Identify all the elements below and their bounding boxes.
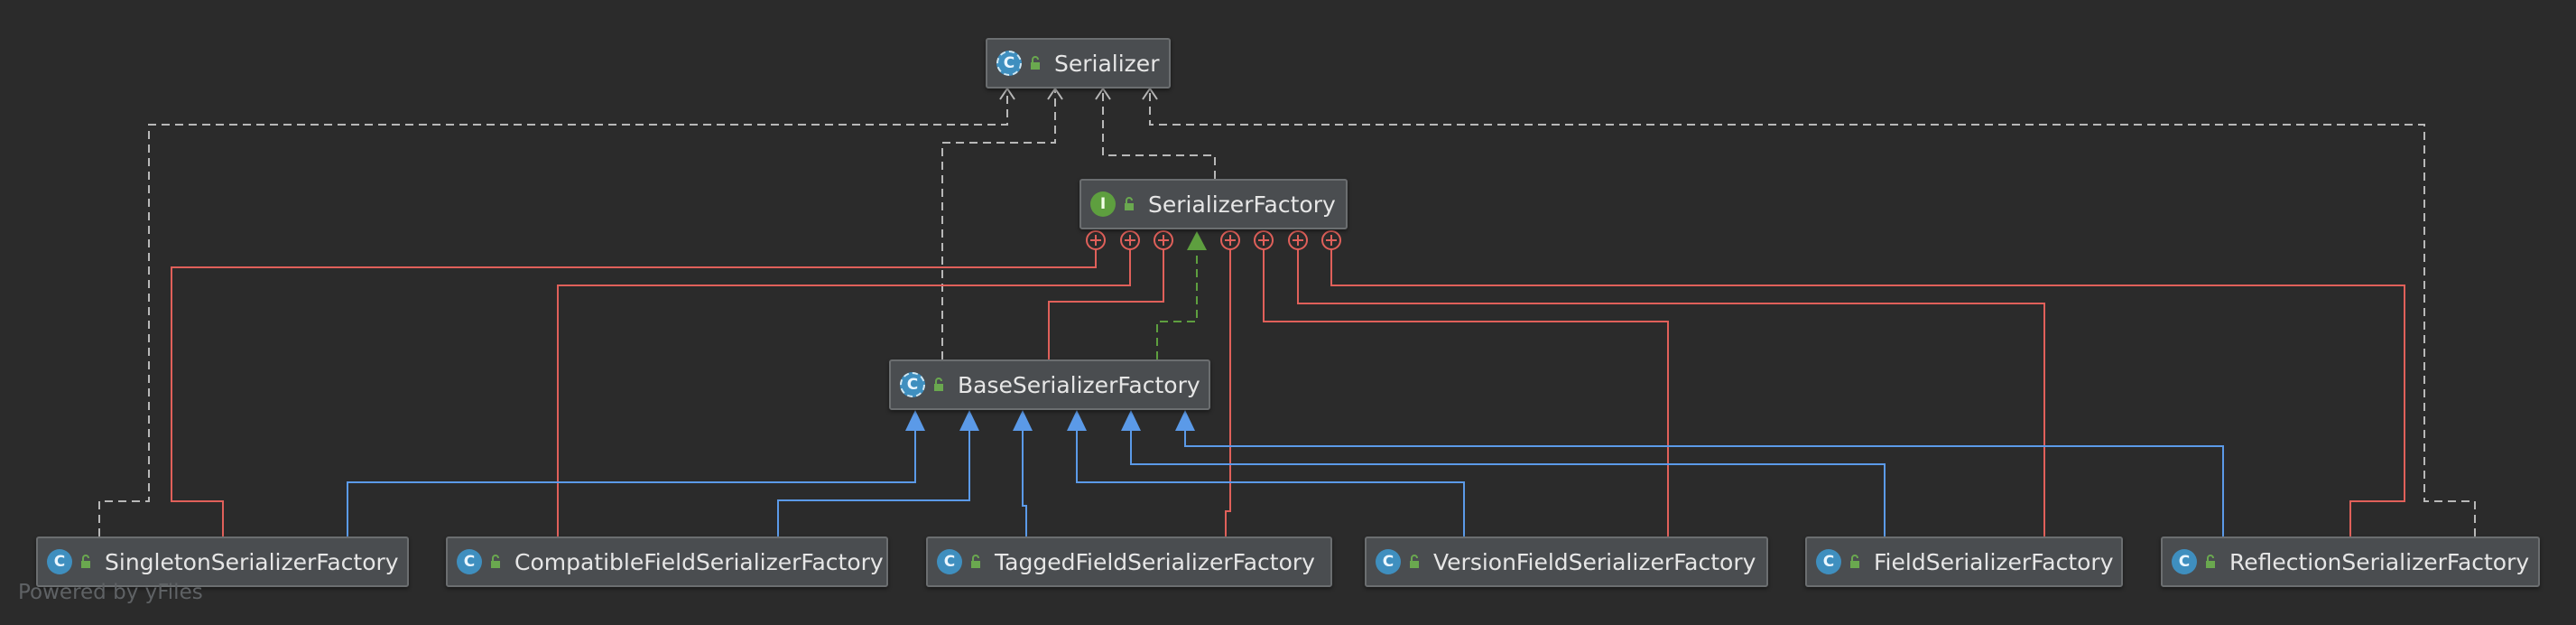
public-lock-icon bbox=[1410, 555, 1419, 568]
edge-singleton-inner bbox=[171, 249, 1097, 536]
arrowhead bbox=[1047, 87, 1063, 100]
arrowhead bbox=[999, 87, 1015, 100]
node-tagged-field-serializer-factory[interactable]: C TaggedFieldSerializerFactory bbox=[926, 536, 1332, 587]
edge-base-implements-factory bbox=[1156, 248, 1198, 359]
abstract-class-icon: C bbox=[996, 51, 1022, 76]
inheritance-edges bbox=[347, 430, 2224, 536]
node-label: Serializer bbox=[1054, 50, 1160, 77]
edge-reflection-extends bbox=[1184, 430, 2224, 536]
node-label: SingletonSerializerFactory bbox=[105, 548, 399, 575]
class-icon: C bbox=[1816, 549, 1841, 574]
node-label: ReflectionSerializerFactory bbox=[2229, 548, 2530, 575]
arrowhead bbox=[1095, 87, 1111, 100]
implements-arrowhead bbox=[1187, 231, 1207, 250]
edge-reflection-serializer bbox=[1149, 89, 2476, 536]
public-lock-icon bbox=[934, 378, 943, 391]
edge-compatible-extends bbox=[777, 430, 970, 536]
edge-base-inner bbox=[1048, 249, 1164, 359]
inheritance-arrowhead bbox=[959, 410, 979, 431]
watermark: Powered by yFiles bbox=[18, 581, 203, 604]
abstract-class-icon: C bbox=[900, 372, 925, 397]
node-singleton-serializer-factory[interactable]: C SingletonSerializerFactory bbox=[36, 536, 409, 587]
class-icon: C bbox=[2172, 549, 2197, 574]
class-icon: C bbox=[937, 549, 962, 574]
dependency-arrowheads bbox=[999, 87, 1158, 100]
node-compatible-field-serializer-factory[interactable]: C CompatibleFieldSerializerFactory bbox=[446, 536, 888, 587]
node-label: BaseSerializerFactory bbox=[958, 371, 1200, 398]
node-label: VersionFieldSerializerFactory bbox=[1433, 548, 1756, 575]
node-version-field-serializer-factory[interactable]: C VersionFieldSerializerFactory bbox=[1365, 536, 1768, 587]
node-label: SerializerFactory bbox=[1148, 191, 1336, 218]
node-field-serializer-factory[interactable]: C FieldSerializerFactory bbox=[1805, 536, 2123, 587]
public-lock-icon bbox=[1125, 197, 1134, 210]
inheritance-arrowhead bbox=[1067, 410, 1087, 431]
arrowhead bbox=[1142, 87, 1158, 100]
inner-class-edges bbox=[171, 249, 2405, 536]
public-lock-icon bbox=[81, 555, 90, 568]
public-lock-icon bbox=[1850, 555, 1859, 568]
edge-reflection-inner bbox=[1330, 249, 2405, 536]
public-lock-icon bbox=[1031, 56, 1040, 70]
edge-tagged-extends bbox=[1022, 430, 1027, 536]
inner-class-marker bbox=[1220, 230, 1240, 250]
node-serializer-factory[interactable]: I SerializerFactory bbox=[1080, 179, 1348, 229]
interface-icon: I bbox=[1090, 191, 1116, 217]
public-lock-icon bbox=[491, 555, 500, 568]
public-lock-icon bbox=[2206, 555, 2215, 568]
edge-tagged-inner bbox=[1225, 249, 1231, 536]
node-serializer[interactable]: C Serializer bbox=[986, 38, 1171, 89]
edge-field-extends bbox=[1130, 430, 1886, 536]
edge-field-inner bbox=[1297, 249, 2045, 536]
node-base-serializer-factory[interactable]: C BaseSerializerFactory bbox=[889, 359, 1210, 410]
edge-compatible-inner bbox=[557, 249, 1131, 536]
inheritance-arrowhead bbox=[1013, 410, 1033, 431]
inner-class-marker bbox=[1120, 230, 1140, 250]
node-reflection-serializer-factory[interactable]: C ReflectionSerializerFactory bbox=[2161, 536, 2540, 587]
node-label: TaggedFieldSerializerFactory bbox=[995, 548, 1315, 575]
inheritance-arrowhead bbox=[1121, 410, 1141, 431]
inner-class-marker bbox=[1321, 230, 1341, 250]
edge-base-serializer bbox=[941, 89, 1056, 359]
inheritance-arrowheads bbox=[905, 410, 1195, 431]
edge-version-inner bbox=[1263, 249, 1669, 536]
dependency-edges bbox=[98, 89, 2476, 536]
node-label: CompatibleFieldSerializerFactory bbox=[514, 548, 884, 575]
class-icon: C bbox=[457, 549, 482, 574]
edge-version-extends bbox=[1076, 430, 1465, 536]
inheritance-arrowhead bbox=[905, 410, 925, 431]
inner-class-markers bbox=[1086, 230, 1341, 250]
inner-class-marker bbox=[1288, 230, 1308, 250]
node-label: FieldSerializerFactory bbox=[1874, 548, 2114, 575]
class-icon: C bbox=[47, 549, 72, 574]
inner-class-marker bbox=[1254, 230, 1274, 250]
class-icon: C bbox=[1376, 549, 1401, 574]
inner-class-marker bbox=[1154, 230, 1173, 250]
inheritance-arrowhead bbox=[1175, 410, 1195, 431]
edge-singleton-extends bbox=[347, 430, 916, 536]
inner-class-marker bbox=[1086, 230, 1106, 250]
edge-factory-serializer bbox=[1102, 89, 1216, 179]
edge-singleton-serializer bbox=[98, 89, 1008, 536]
public-lock-icon bbox=[971, 555, 980, 568]
